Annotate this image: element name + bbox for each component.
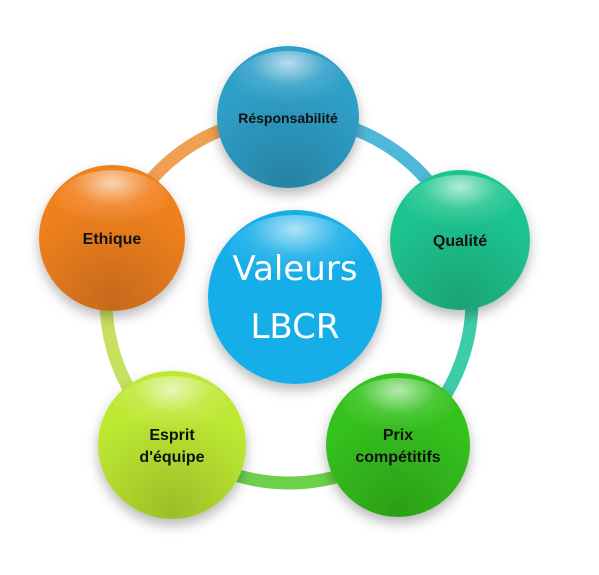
center-title-line2: LBCR bbox=[250, 307, 339, 347]
center-circle-gloss bbox=[227, 215, 363, 295]
node-prix-competitifs-label-line1: Prix bbox=[383, 427, 413, 444]
node-esprit-equipe: Esprit d'équipe bbox=[98, 371, 246, 519]
node-prix-competitifs-gloss bbox=[340, 378, 456, 448]
node-qualite-label-line1: Qualité bbox=[433, 233, 487, 250]
node-responsabilite: Résponsabilité bbox=[217, 46, 359, 188]
center-title-line1: Valeurs bbox=[232, 249, 357, 289]
node-ethique-label-line1: Ethique bbox=[83, 231, 142, 248]
center-circle bbox=[208, 210, 382, 384]
node-qualite: Qualité bbox=[390, 170, 530, 310]
node-ethique-gloss bbox=[53, 170, 171, 241]
node-prix-competitifs-label-line2: compétitifs bbox=[355, 449, 440, 466]
node-esprit-equipe-label-line2: d'équipe bbox=[139, 449, 204, 466]
node-prix-competitifs: Prix compétitifs bbox=[326, 373, 470, 517]
node-qualite-gloss bbox=[404, 174, 516, 243]
node-responsabilite-gloss bbox=[231, 50, 345, 120]
node-esprit-equipe-label-line1: Esprit bbox=[149, 427, 195, 444]
node-esprit-equipe-gloss bbox=[112, 376, 232, 448]
node-responsabilite-label-line1: Résponsabilité bbox=[238, 110, 338, 126]
node-ethique: Ethique bbox=[39, 165, 185, 311]
